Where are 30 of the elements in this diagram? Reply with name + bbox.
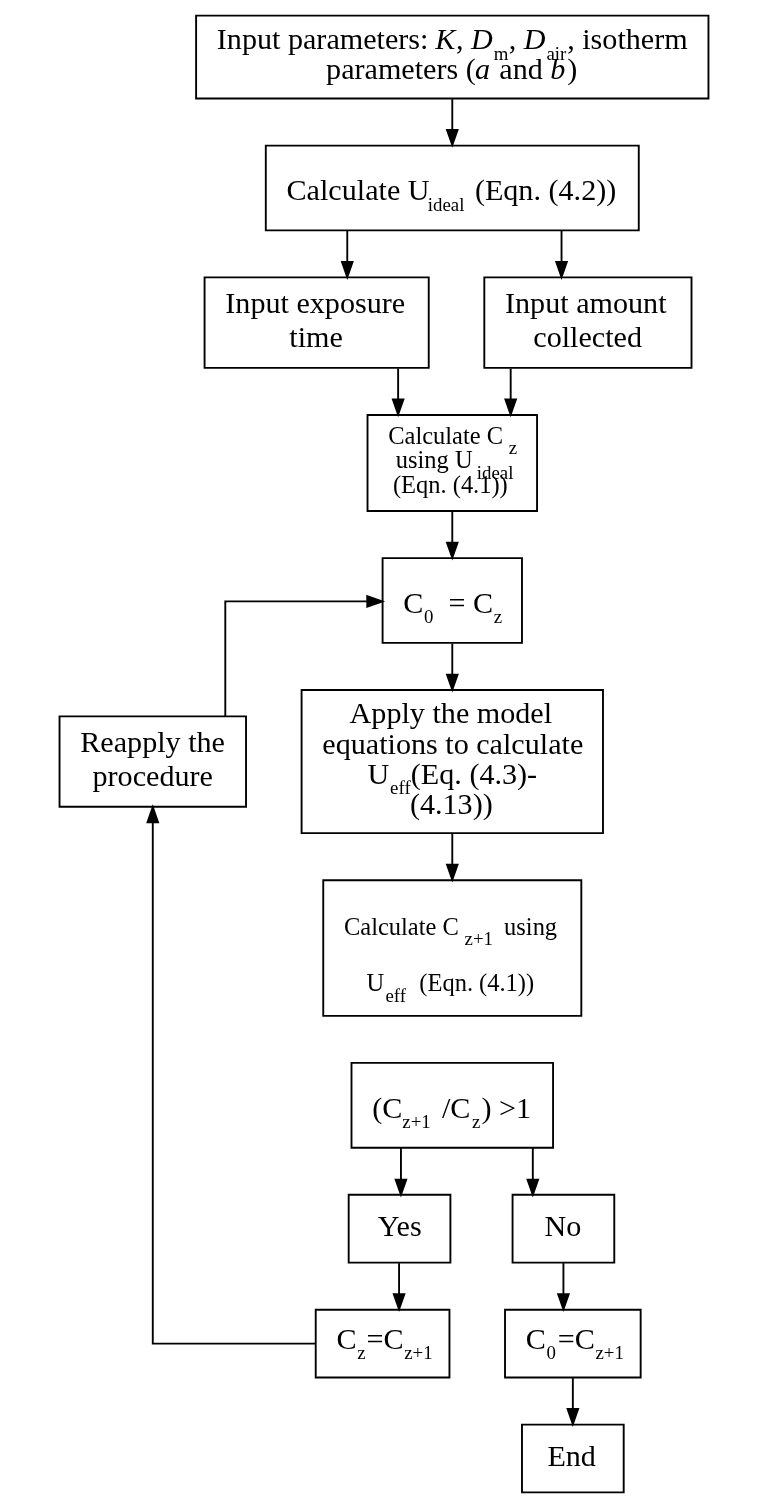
node-box: Input exposure time <box>203 276 430 369</box>
arrow <box>445 510 459 561</box>
node-box: C$_{0}$=C$_{z+1}$ <box>503 1308 642 1379</box>
arrow <box>445 98 459 148</box>
arrow <box>391 1262 406 1312</box>
node-box: Reapply the procedure <box>58 715 247 808</box>
node-box: C$_{z}$=C$_{z+1}$ <box>314 1308 450 1379</box>
node-box: End <box>520 1423 625 1494</box>
arrow <box>391 367 405 418</box>
node-box: No <box>511 1193 615 1264</box>
node-box: Calculate C$_{z+1}$ using U$_{eff}$ (Eqn. (4.1)) <box>321 879 582 1017</box>
node-box: Yes <box>347 1193 451 1264</box>
node-box: Input parameters: K, D$_{m}$, D$_{air}$, isotherm parameters (a and b) <box>194 14 709 100</box>
node-box: Calculate U$_{ideal}$ (Eqn. (4.2)) <box>264 144 640 232</box>
arrow <box>556 1262 570 1312</box>
arrow <box>503 367 517 418</box>
node-box: Apply the model equations to calculate U$_{eff}$(Eq. (4.3)- (4.13)) <box>300 689 604 835</box>
arrow <box>393 1146 408 1198</box>
arrow <box>340 229 354 280</box>
node-box: Input amount collected <box>482 276 692 369</box>
arrow <box>565 1377 579 1427</box>
node-box: (C$_{z+1}$ /C$_{z}$) >1 <box>350 1062 554 1149</box>
arrow <box>445 642 459 693</box>
arrow <box>554 229 568 280</box>
arrow <box>145 804 316 1345</box>
node-box: C$_{0}$ = C$_{z}$ <box>381 557 523 644</box>
arrow <box>223 594 385 718</box>
arrow <box>525 1146 539 1198</box>
arrow <box>445 832 459 883</box>
node-box: Calculate C$_{z}$ using U$_{ideal}$ (Eqn. (4.1)) <box>366 414 538 512</box>
